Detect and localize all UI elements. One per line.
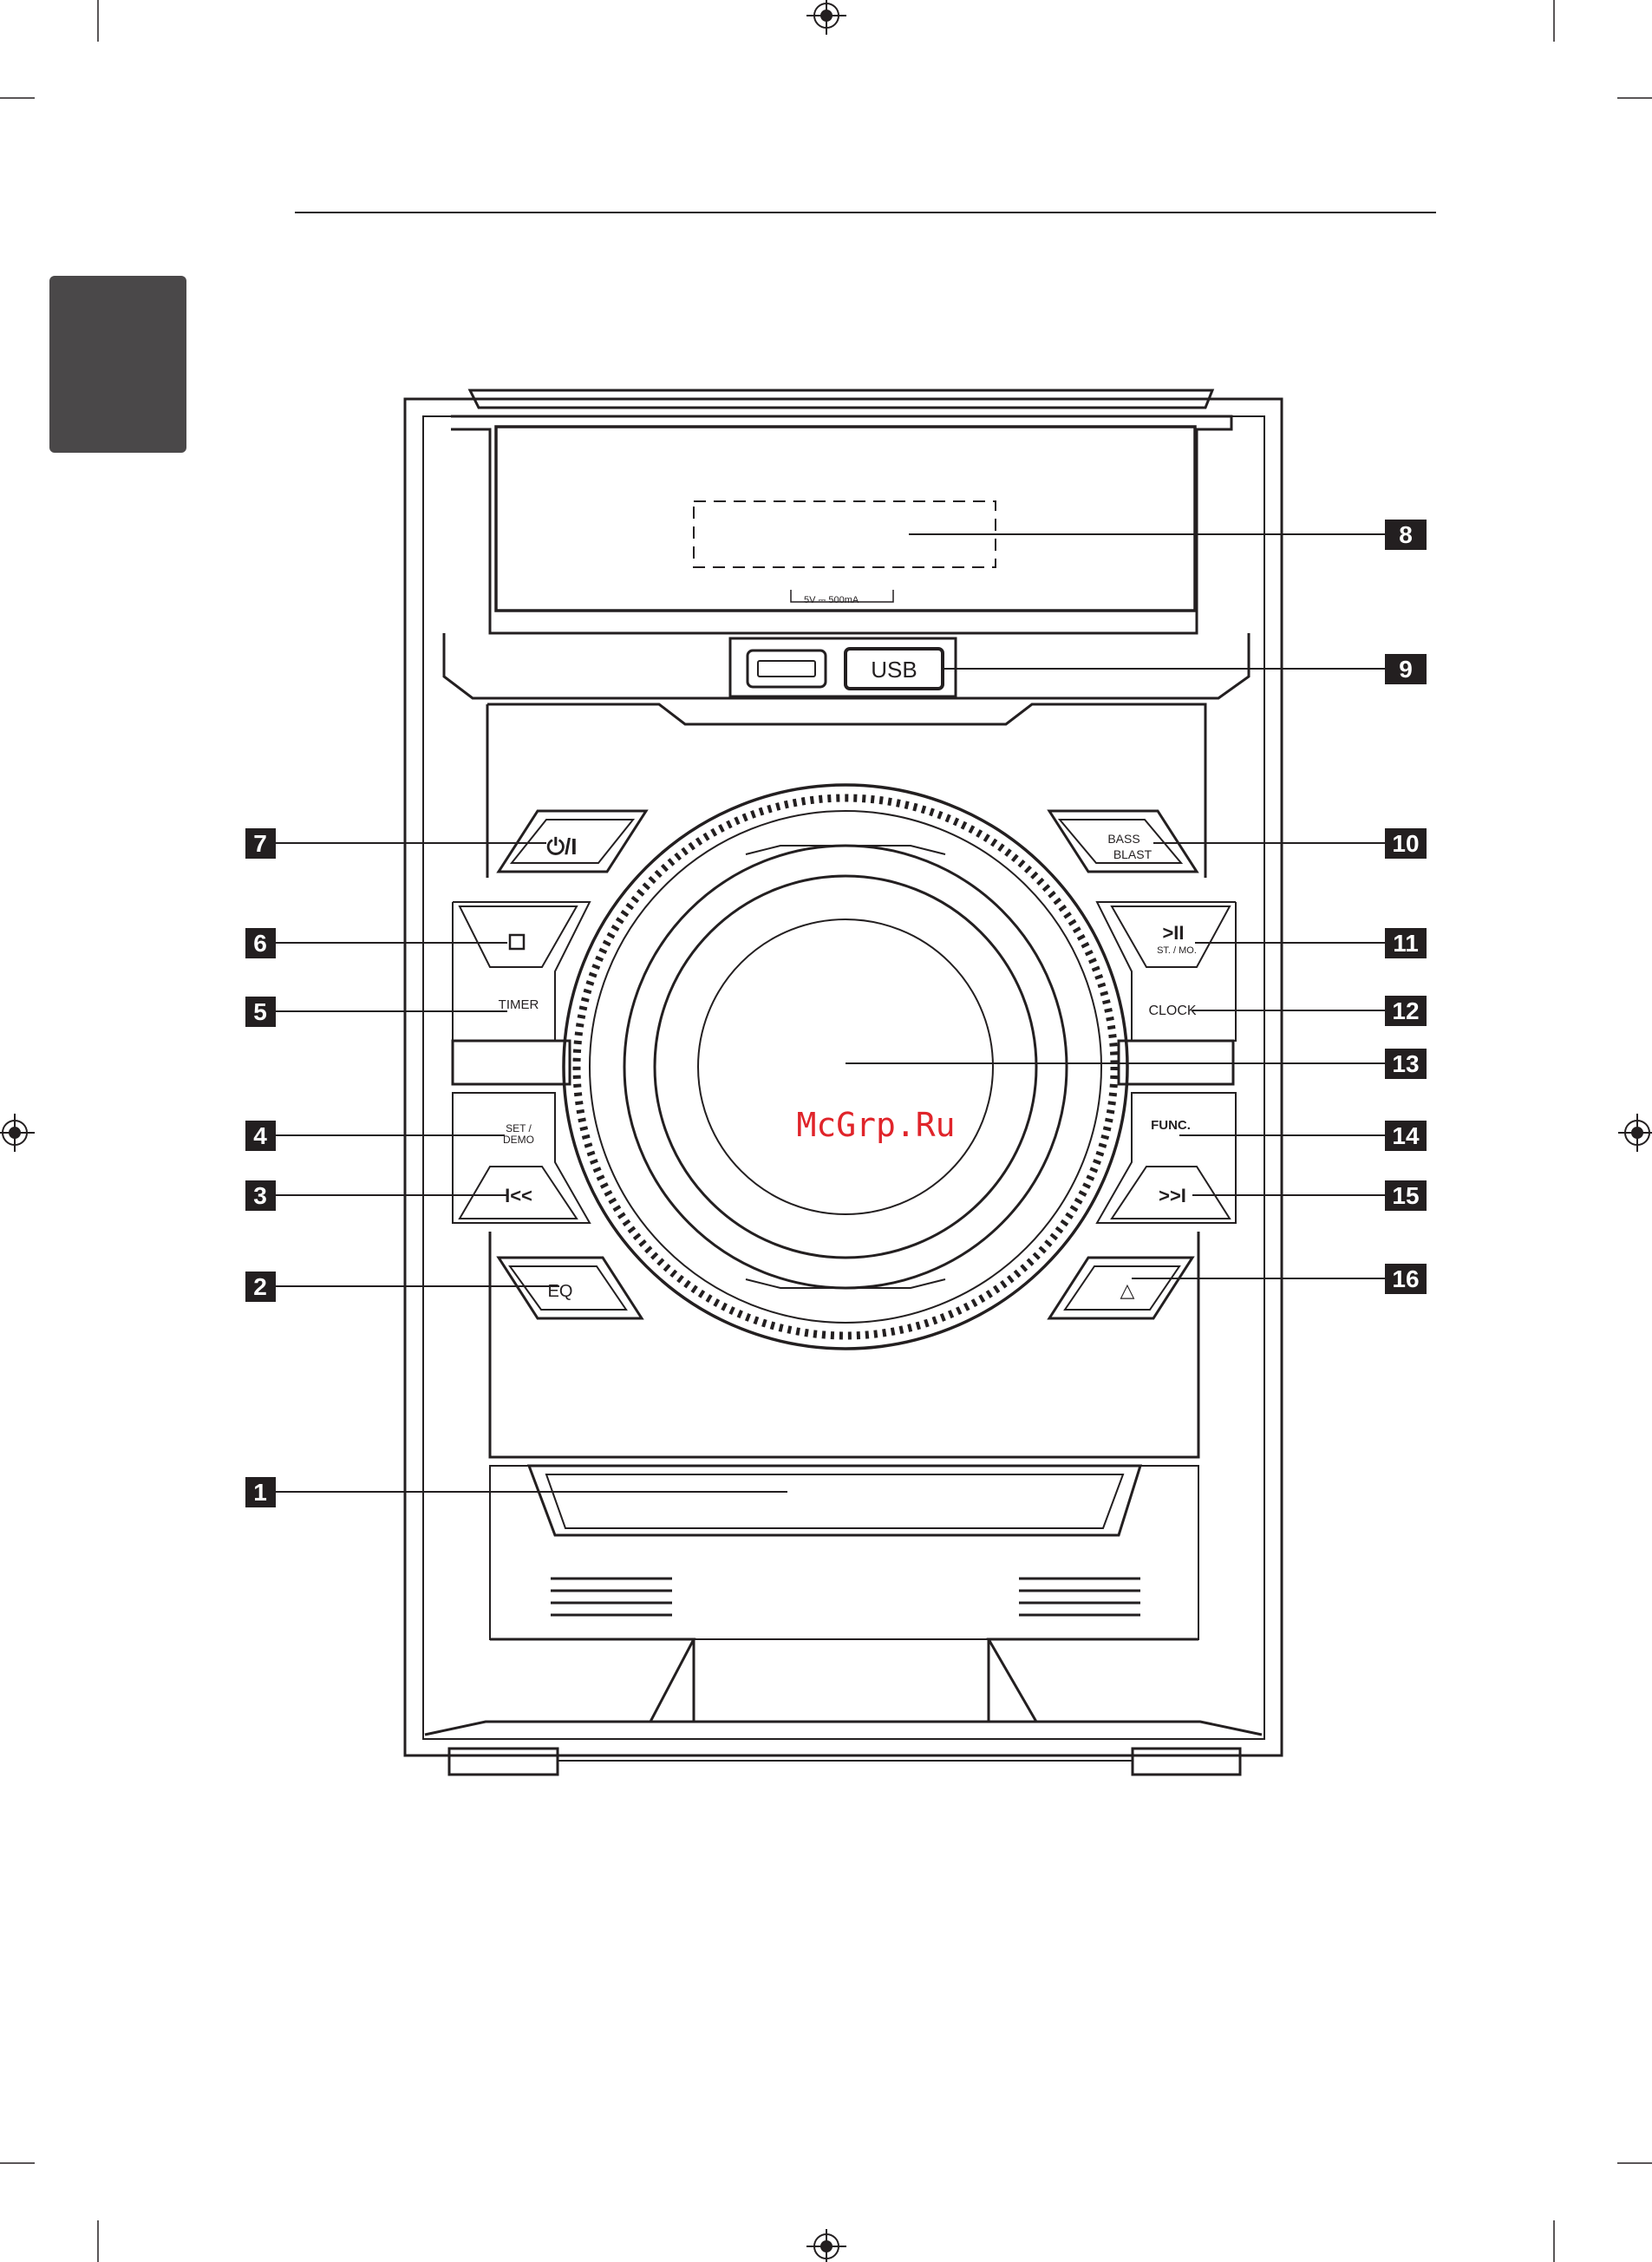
registration-mark-left [0, 1114, 35, 1152]
timer-button[interactable]: TIMER [499, 997, 539, 1012]
callout-number: 4 [253, 1122, 267, 1149]
registration-mark-right [1618, 1114, 1652, 1152]
next-label: >>I [1159, 1185, 1186, 1206]
registration-mark-top [806, 0, 846, 35]
left-button-column [453, 902, 590, 1223]
callout-number: 8 [1399, 521, 1413, 548]
callout-number: 13 [1392, 1050, 1419, 1077]
vent-left [551, 1579, 672, 1615]
callout-badge-2: 2 [245, 1272, 276, 1302]
callout-number: 3 [253, 1182, 267, 1209]
callout-number: 16 [1392, 1265, 1419, 1292]
set-demo-button[interactable]: SET / DEMO [503, 1122, 534, 1146]
bass-blast-button[interactable]: BASS BLAST [1049, 811, 1197, 872]
callout-number: 9 [1399, 656, 1413, 683]
clock-button[interactable]: CLOCK [1148, 1004, 1196, 1018]
eq-button[interactable]: EQ [499, 1258, 642, 1318]
eject-label: △ [1120, 1279, 1135, 1301]
usb-rating-caption: 5V ⎓ 500mA [804, 595, 859, 605]
callout-badge-16: 16 [1385, 1264, 1427, 1294]
callout-badge-12: 12 [1385, 996, 1427, 1026]
set-demo-label-2: DEMO [503, 1134, 534, 1146]
prev-button[interactable]: I<< [460, 1167, 577, 1219]
watermark: McGrp.Ru [728, 1106, 1023, 1144]
callout-number: 10 [1392, 830, 1419, 857]
power-button[interactable]: ⏻/I [499, 811, 646, 872]
vent-right [1019, 1579, 1140, 1615]
set-demo-label-1: SET / [506, 1122, 532, 1134]
prev-label: I<< [505, 1185, 532, 1206]
callout-number: 7 [253, 830, 267, 857]
callout-number: 2 [253, 1273, 267, 1300]
callout-badge-7: 7 [245, 828, 276, 859]
power-button-label: ⏻/I [546, 834, 577, 860]
callout-badge-11: 11 [1385, 928, 1427, 958]
func-label: FUNC. [1151, 1118, 1191, 1133]
callout-number: 12 [1392, 997, 1419, 1024]
stop-button[interactable] [460, 906, 577, 967]
callout-number: 15 [1392, 1182, 1419, 1209]
callout-number: 1 [253, 1479, 267, 1506]
base-plinth [490, 1639, 1198, 1722]
callout-badge-14: 14 [1385, 1121, 1427, 1151]
registration-mark-bottom [806, 2229, 846, 2262]
bass-blast-label-2: BLAST [1113, 847, 1152, 861]
callout-badge-10: 10 [1385, 828, 1427, 859]
callout-badge-4: 4 [245, 1121, 276, 1151]
callout-badge-1: 1 [245, 1477, 276, 1507]
func-button[interactable]: FUNC. [1151, 1118, 1191, 1133]
callout-number: 6 [253, 930, 267, 957]
callout-badge-13: 13 [1385, 1049, 1427, 1079]
timer-label: TIMER [499, 997, 539, 1012]
clock-label: CLOCK [1148, 1004, 1196, 1018]
callout-badge-6: 6 [245, 928, 276, 958]
eq-label: EQ [548, 1282, 573, 1301]
play-pause-label: >II [1162, 922, 1184, 944]
callout-badge-3: 3 [245, 1180, 276, 1211]
volume-knob[interactable] [564, 785, 1127, 1349]
upper-console [487, 704, 1205, 878]
usb-panel: USB [730, 638, 956, 696]
callout-badge-5: 5 [245, 997, 276, 1027]
callout-badge-15: 15 [1385, 1180, 1427, 1211]
st-mo-label: ST. / MO. [1157, 945, 1197, 956]
eject-button[interactable]: △ [1049, 1258, 1192, 1318]
callout-badge-8: 8 [1385, 520, 1427, 550]
bass-blast-label-1: BASS [1107, 832, 1139, 846]
callout-number: 5 [253, 998, 267, 1025]
next-button[interactable]: >>I [1112, 1167, 1230, 1219]
usb-button-label: USB [871, 657, 917, 683]
callout-number: 14 [1392, 1122, 1420, 1149]
callout-badge-9: 9 [1385, 654, 1427, 684]
play-pause-button[interactable]: >II ST. / MO. [1112, 906, 1230, 967]
callout-number: 11 [1393, 930, 1419, 957]
